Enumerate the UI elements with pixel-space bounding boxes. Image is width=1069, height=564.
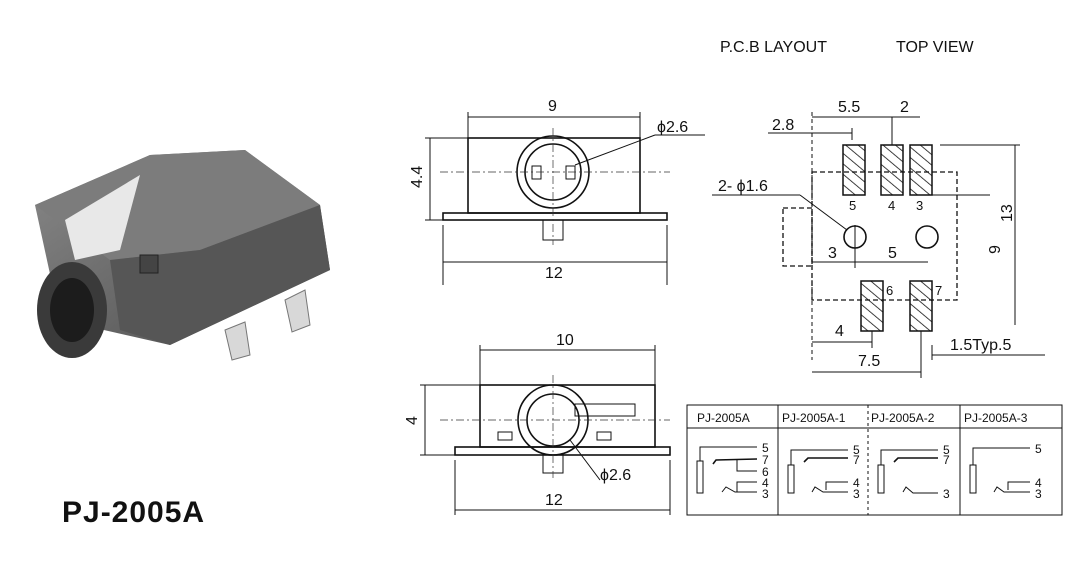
pcb-layout-drawing: P.C.B LAYOUT TOP VIEW 5 4 3 6 7 5.5 2 2.… [712, 39, 1045, 378]
pin-label: 4 [853, 476, 860, 490]
pin-label: 4 [762, 476, 769, 490]
bottom-overall-dim: 12 [545, 492, 563, 509]
table-header: PJ-2005A [697, 411, 750, 425]
hole-offset-dim: 3 [828, 245, 837, 262]
pcb-layout-heading: P.C.B LAYOUT [720, 39, 827, 56]
product-photo: PJ-2005A [35, 150, 330, 529]
front-height-dim: 4.4 [409, 166, 426, 188]
front-hole-dim: ϕ2.6 [657, 119, 688, 136]
pad-label: 3 [916, 198, 923, 213]
pad-offset-dim: 4 [835, 323, 844, 340]
offset-dim: 2.8 [772, 117, 794, 134]
bottom-hole-dim: ϕ2.6 [600, 467, 631, 484]
table-header: PJ-2005A-3 [964, 411, 1028, 425]
schematic-pj-2005a-2: 5 7 3 [877, 443, 950, 501]
pin-label: 4 [1035, 476, 1042, 490]
part-number-label: PJ-2005A [62, 496, 205, 529]
pin-label: 3 [943, 487, 950, 501]
table-header: PJ-2005A-1 [782, 411, 846, 425]
schematic-pj-2005a: 5 7 6 4 3 [696, 441, 769, 501]
front-overall-dim: 12 [545, 265, 563, 282]
bottom-width-dim: 10 [556, 332, 574, 349]
total-depth-dim: 13 [999, 204, 1016, 222]
pin-label: 7 [762, 453, 769, 467]
pin-label: 5 [762, 441, 769, 455]
pin-label: 5 [943, 443, 950, 457]
pad-label: 7 [935, 283, 942, 298]
pin-label: 7 [943, 453, 950, 467]
pin-label: 6 [762, 465, 769, 479]
pin-label: 3 [853, 487, 860, 501]
pad-pitch-dim: 5.5 [838, 99, 860, 116]
table-header: PJ-2005A-2 [871, 411, 935, 425]
pad-label: 6 [886, 283, 893, 298]
pin-label: 3 [1035, 487, 1042, 501]
pad-width-dim: 2 [900, 99, 909, 116]
typ-dim: 1.5Typ.5 [950, 337, 1011, 354]
pin-label: 5 [1035, 442, 1042, 456]
hole-spacing-dim: 5 [888, 245, 897, 262]
schematic-pj-2005a-3: 5 4 3 [969, 442, 1042, 501]
schematic-pj-2005a-1: 5 7 4 3 [787, 443, 860, 501]
front-view-drawing: 9 ϕ2.6 4.4 12 [409, 98, 705, 285]
pin-label: 7 [853, 453, 860, 467]
pad-label: 4 [888, 198, 895, 213]
pin-label: 3 [762, 487, 769, 501]
top-view-heading: TOP VIEW [896, 39, 975, 56]
bottom-height-dim: 4 [404, 416, 421, 425]
schematic-table: PJ-2005A PJ-2005A-1 PJ-2005A-2 PJ-2005A-… [686, 404, 1063, 516]
bottom-view-drawing: 10 4 ϕ2.6 12 [404, 332, 671, 515]
body-depth-dim: 6 [985, 245, 1002, 254]
pad-label: 5 [849, 198, 856, 213]
pad-offset2-dim: 7.5 [858, 353, 880, 370]
holes-dim: 2- ϕ1.6 [718, 178, 768, 195]
pin-label: 5 [853, 443, 860, 457]
front-width-dim: 9 [548, 98, 557, 115]
